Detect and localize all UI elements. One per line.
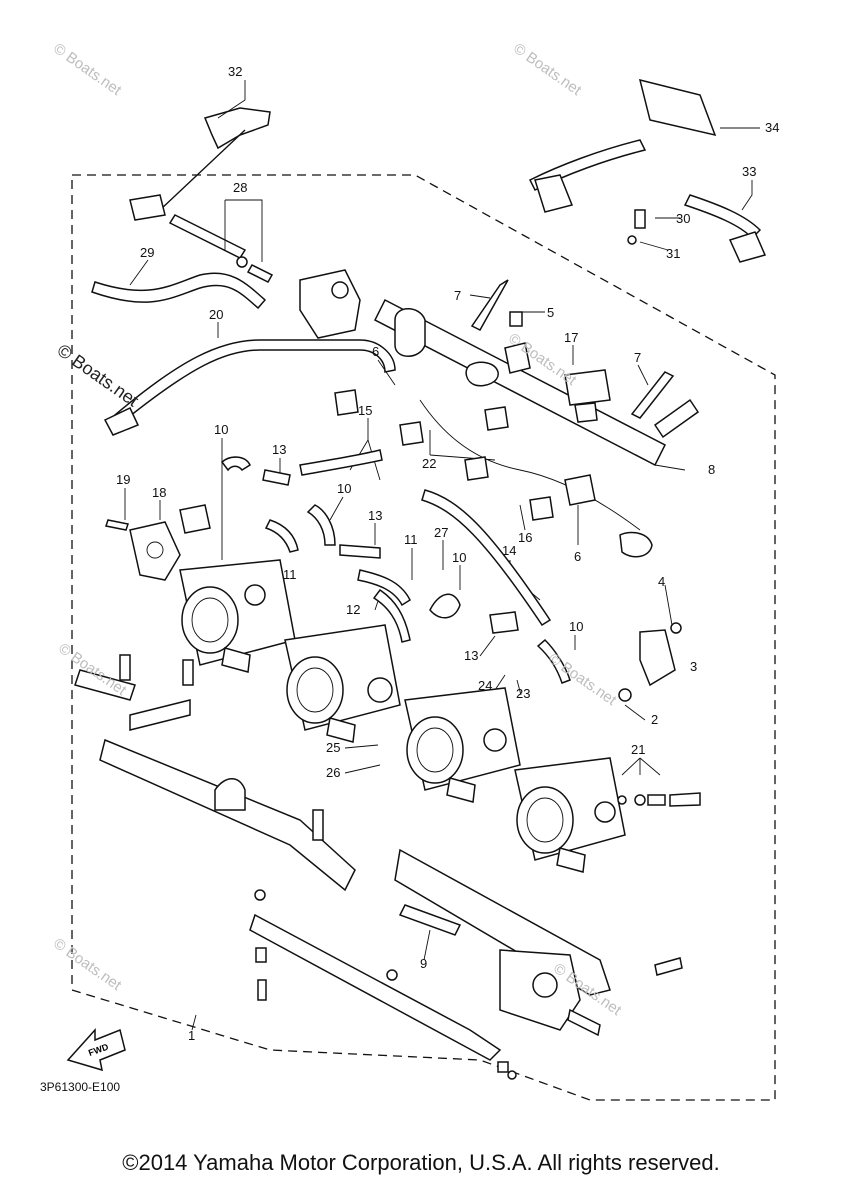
link-plate <box>249 848 683 1080</box>
hose-33-34 <box>528 78 767 263</box>
callout-10d: 10 <box>569 619 583 634</box>
throttle-body-3 <box>404 687 521 803</box>
callout-13b: 13 <box>368 508 382 523</box>
hose-20 <box>113 339 396 421</box>
callout-2: 2 <box>651 712 658 727</box>
callout-labels: 32 34 33 28 30 31 29 7 5 20 17 6 7 15 10… <box>116 64 779 1043</box>
callout-13c: 13 <box>464 648 478 663</box>
callout-11b: 11 <box>283 567 297 582</box>
callout-29: 29 <box>140 245 154 260</box>
hose-29 <box>91 272 267 310</box>
callout-18: 18 <box>152 485 166 500</box>
callout-10a: 10 <box>214 422 228 437</box>
callout-22: 22 <box>422 456 436 471</box>
callout-30: 30 <box>676 211 690 226</box>
callout-5: 5 <box>547 305 554 320</box>
copyright-notice: ©2014 Yamaha Motor Corporation, U.S.A. A… <box>122 1150 720 1175</box>
callout-34: 34 <box>765 120 779 135</box>
leader-lines <box>124 80 760 1031</box>
mounting-plate <box>74 654 356 892</box>
pressure-sensor <box>564 369 611 423</box>
callout-4: 4 <box>658 574 665 589</box>
callout-15: 15 <box>358 403 372 418</box>
callout-26: 26 <box>326 765 340 780</box>
callout-6b: 6 <box>574 549 581 564</box>
vacuum-hoses <box>220 449 571 684</box>
callout-14: 14 <box>502 543 516 558</box>
callout-21: 21 <box>631 742 645 757</box>
callout-27: 27 <box>434 525 448 540</box>
callout-16: 16 <box>518 530 532 545</box>
callout-10c: 10 <box>452 550 466 565</box>
callout-33: 33 <box>742 164 756 179</box>
callout-32: 32 <box>228 64 242 79</box>
callout-12: 12 <box>346 602 360 617</box>
fwd-arrow-icon: FWD <box>66 1028 126 1072</box>
callout-19: 19 <box>116 472 130 487</box>
fuel-injector <box>618 622 682 702</box>
callout-1: 1 <box>188 1028 195 1043</box>
callout-20: 20 <box>209 307 223 322</box>
cable-bracket <box>129 107 271 221</box>
throttle-body-2 <box>284 624 401 743</box>
diagram-code: 3P61300-E100 <box>40 1080 121 1094</box>
wiring-harness <box>334 389 653 558</box>
callout-25: 25 <box>326 740 340 755</box>
callout-7b: 7 <box>634 350 641 365</box>
callout-17: 17 <box>564 330 578 345</box>
assembly-boundary <box>71 174 776 1101</box>
adjusting-screw <box>168 199 274 283</box>
tps-sensor <box>105 504 211 581</box>
callout-28: 28 <box>233 180 247 195</box>
callout-9: 9 <box>420 956 427 971</box>
throttle-body-4 <box>514 757 626 873</box>
callout-7a: 7 <box>454 288 461 303</box>
callout-23: 23 <box>516 686 530 701</box>
bolts-top <box>470 209 700 439</box>
callout-24: 24 <box>478 678 492 693</box>
callout-13a: 13 <box>272 442 286 457</box>
idle-actuator <box>299 269 361 339</box>
callout-11a: 11 <box>404 532 418 547</box>
callout-3: 3 <box>690 659 697 674</box>
callout-10b: 10 <box>337 481 351 496</box>
throttle-body-1 <box>179 559 296 673</box>
callout-6a: 6 <box>372 344 379 359</box>
callout-8: 8 <box>708 462 715 477</box>
callout-31: 31 <box>666 246 680 261</box>
bolts-21 <box>617 792 701 807</box>
